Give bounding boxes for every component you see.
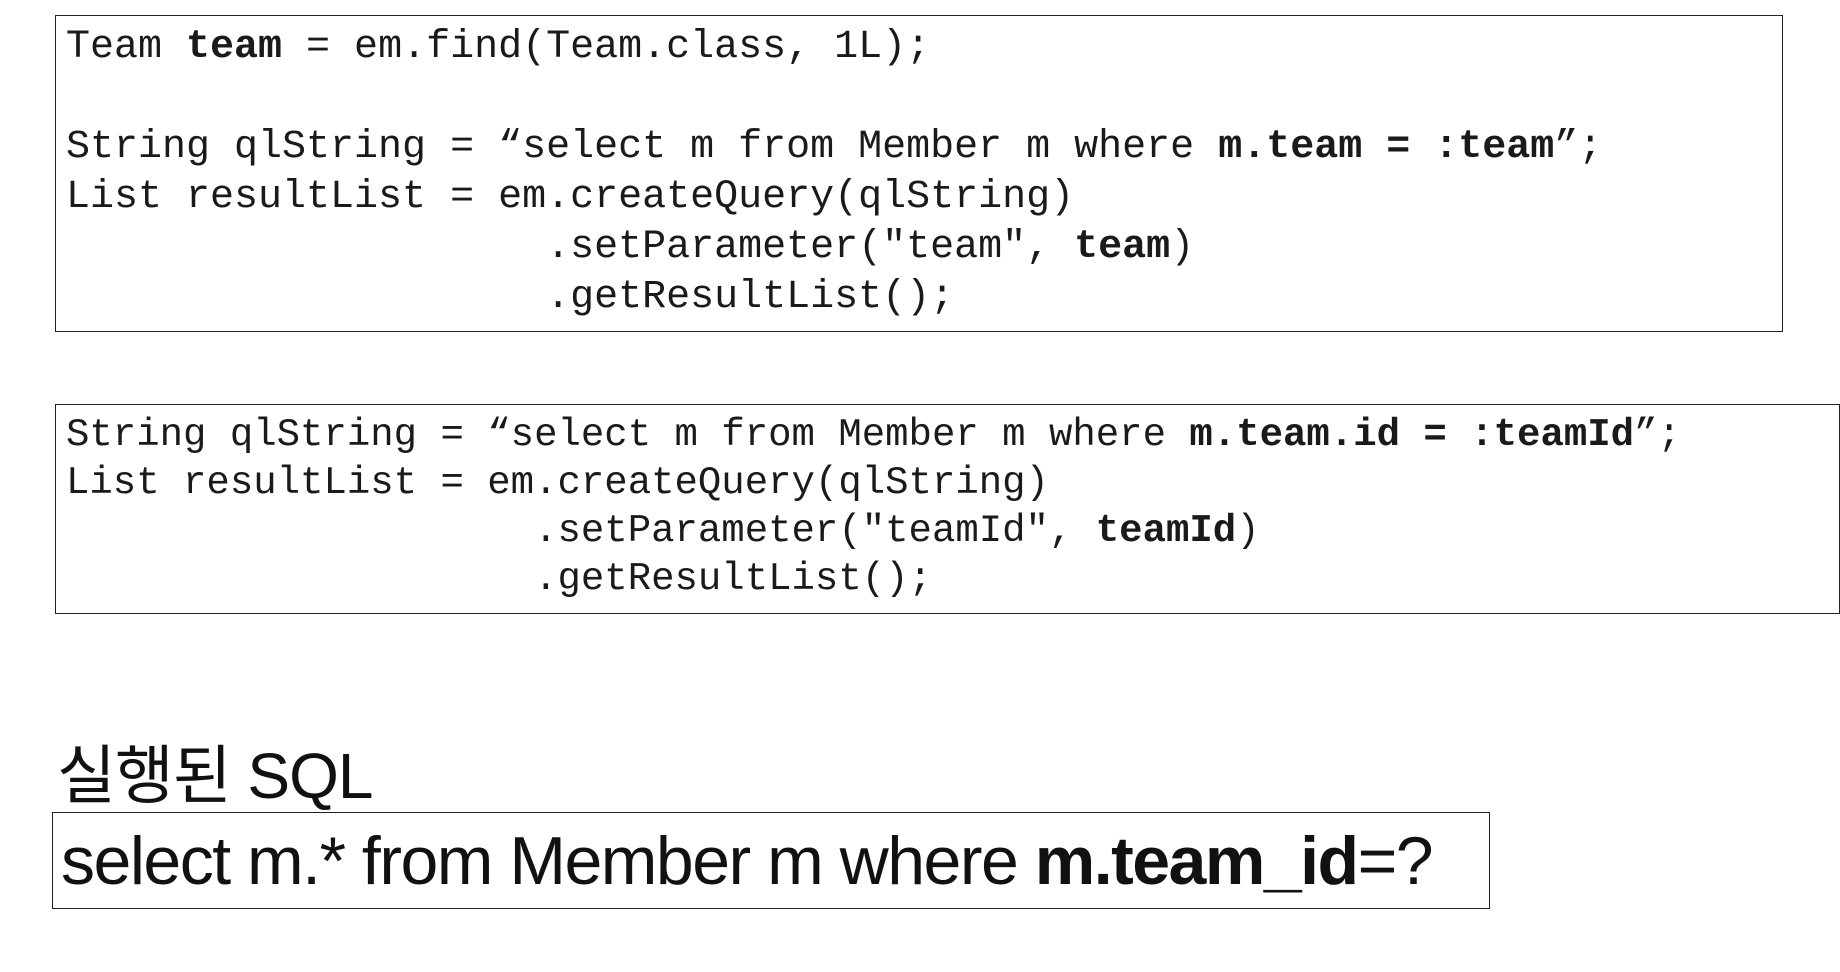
- executed-sql-box: select m.* from Member m where m.team_id…: [52, 812, 1490, 909]
- code-highlight: team: [1074, 225, 1171, 270]
- code-highlight: m.team.id = :teamId: [1189, 413, 1635, 457]
- code-line: .getResultList();: [66, 275, 954, 320]
- sql-highlight: m.team_id: [1034, 823, 1359, 899]
- code-text: ): [1170, 225, 1195, 270]
- executed-sql-heading: 실행된 SQL: [57, 740, 373, 812]
- code-line: List resultList = em.createQuery(qlStrin…: [66, 175, 1074, 220]
- code-block-find-by-entity: Team team = em.find(Team.class, 1L); Str…: [55, 15, 1783, 332]
- code-line: List resultList = em.createQuery(qlStrin…: [66, 461, 1049, 505]
- code-text: .getResultList();: [66, 557, 932, 601]
- code-text: List resultList = em.createQuery(qlStrin…: [66, 175, 1075, 220]
- code-text: .setParameter("teamId",: [66, 509, 1096, 553]
- code-text: ”;: [1554, 125, 1603, 170]
- code-line: String qlString = “select m from Member …: [66, 413, 1681, 457]
- code-line: .getResultList();: [66, 557, 932, 601]
- code-text: String qlString = “select m from Member …: [66, 125, 1219, 170]
- code-highlight: team: [186, 25, 283, 70]
- code-text: ): [1236, 509, 1260, 553]
- code-highlight: m.team = :team: [1218, 125, 1555, 170]
- code-line: String qlString = “select m from Member …: [66, 125, 1602, 170]
- code-highlight: teamId: [1095, 509, 1237, 553]
- code-text: ”;: [1634, 413, 1681, 457]
- code-line: .setParameter("teamId", teamId): [66, 509, 1260, 553]
- code-text: Team: [66, 25, 187, 70]
- code-text: .getResultList();: [66, 275, 955, 320]
- code-block-find-by-id: String qlString = “select m from Member …: [55, 404, 1840, 614]
- code-line: .setParameter("team", team): [66, 225, 1194, 270]
- code-text: = em.find(Team.class, 1L);: [282, 25, 931, 70]
- code-text: .setParameter("team",: [66, 225, 1075, 270]
- executed-sql-statement: select m.* from Member m where m.team_id…: [61, 822, 1434, 900]
- sql-text: =?: [1357, 823, 1434, 899]
- code-text: List resultList = em.createQuery(qlStrin…: [66, 461, 1049, 505]
- code-line: Team team = em.find(Team.class, 1L);: [66, 25, 930, 70]
- code-text: String qlString = “select m from Member …: [66, 413, 1190, 457]
- sql-text: select m.* from Member m where: [61, 823, 1035, 899]
